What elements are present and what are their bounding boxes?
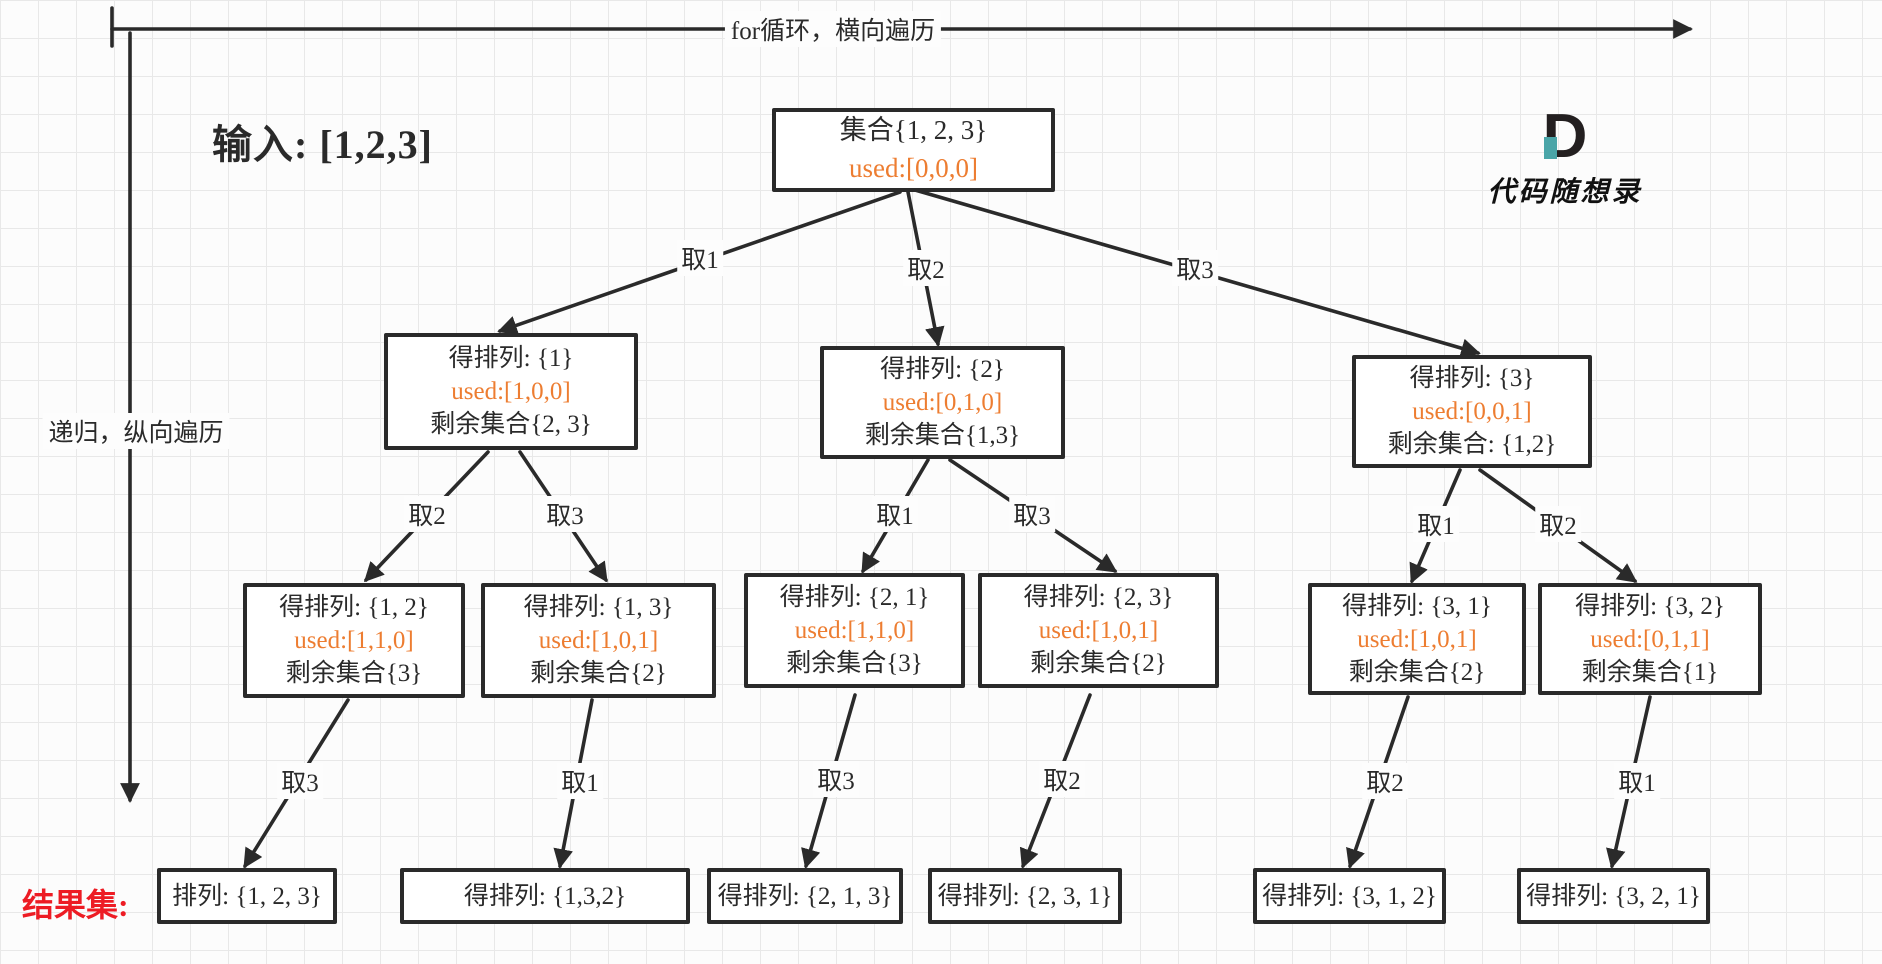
- tree-node-perm-12: 得排列: {1, 2} used:[1,1,0] 剩余集合{3}: [243, 583, 465, 698]
- result-node-213: 得排列: {2, 1, 3}: [707, 868, 903, 924]
- result-node-312: 得排列: {3, 1, 2}: [1253, 868, 1446, 924]
- edge-label-take-1: 取1: [872, 496, 918, 532]
- tree-node-perm-2: 得排列: {2} used:[0,1,0] 剩余集合{1,3}: [820, 346, 1065, 459]
- edge-label-take-2: 取2: [1535, 506, 1581, 542]
- logo-teal-accent: [1543, 137, 1557, 159]
- result-node-132: 得排列: {1,3,2}: [400, 868, 690, 924]
- node-title: 得排列: {2, 1, 3}: [717, 882, 893, 910]
- tree-node-perm-31: 得排列: {3, 1} used:[1,0,1] 剩余集合{2}: [1308, 583, 1526, 695]
- edge-label-take-1: 取1: [677, 240, 723, 276]
- node-title: 得排列: {2}: [880, 356, 1005, 383]
- logo-name: 代码随想录: [1487, 177, 1643, 208]
- node-title: 得排列: {1, 2}: [279, 594, 429, 621]
- node-used: used:[1,1,0]: [294, 627, 414, 654]
- node-title: 得排列: {3, 2}: [1575, 592, 1725, 620]
- edge-label-take-2: 取2: [1039, 761, 1085, 797]
- node-title: 得排列: {1, 3}: [523, 594, 674, 621]
- node-title: 得排列: {3, 2, 1}: [1526, 882, 1701, 910]
- node-remaining: 剩余集合{2}: [1348, 658, 1486, 686]
- node-remaining: 剩余集合{2, 3}: [430, 411, 592, 438]
- top-axis-label: for循环，横向遍历: [724, 11, 942, 47]
- node-remaining: 剩余集合{2}: [530, 660, 667, 687]
- edge-label-take-2: 取2: [404, 496, 450, 532]
- input-caption: 输入: [1,2,3]: [212, 122, 433, 167]
- edge-label-take-3: 取3: [1009, 496, 1055, 532]
- tree-node-perm-3: 得排列: {3} used:[0,0,1] 剩余集合: {1,2}: [1352, 355, 1592, 468]
- node-title: 得排列: {2, 3}: [1023, 584, 1174, 611]
- node-used: used:[1,0,0]: [451, 378, 571, 405]
- node-used: used:[0,0,0]: [849, 153, 978, 183]
- tree-node-perm-32: 得排列: {3, 2} used:[0,1,1] 剩余集合{1}: [1538, 583, 1762, 695]
- node-title: 得排列: {3, 1}: [1342, 592, 1492, 620]
- node-used: used:[0,1,0]: [882, 389, 1003, 416]
- result-node-321: 得排列: {3, 2, 1}: [1517, 868, 1710, 924]
- node-remaining: 剩余集合{1}: [1581, 658, 1719, 686]
- node-used: used:[1,0,1]: [538, 627, 659, 654]
- node-title: 得排列: {3, 1, 2}: [1262, 882, 1437, 910]
- node-title: 排列: {1, 2, 3}: [172, 882, 322, 910]
- node-title: 得排列: {3}: [1409, 365, 1535, 392]
- node-used: used:[1,1,0]: [794, 617, 915, 644]
- node-title: 集合{1, 2, 3}: [839, 115, 988, 146]
- node-remaining: 剩余集合{2}: [1030, 650, 1167, 677]
- edge-label-take-3: 取3: [1172, 250, 1218, 286]
- tree-node-perm-23: 得排列: {2, 3} used:[1,0,1] 剩余集合{2}: [978, 573, 1219, 688]
- edge-label-take-1: 取1: [557, 763, 603, 799]
- result-node-231: 得排列: {2, 3, 1}: [928, 868, 1122, 924]
- result-set-caption: 结果集:: [22, 887, 129, 923]
- node-used: used:[1,0,1]: [1357, 625, 1477, 653]
- node-title: 得排列: {2, 1}: [779, 584, 930, 611]
- tree-node-root: 集合{1, 2, 3} used:[0,0,0]: [772, 108, 1055, 192]
- edge-label-take-1: 取1: [1413, 506, 1459, 542]
- left-axis-label: 递归，纵向遍历: [42, 413, 230, 449]
- node-remaining: 剩余集合{3}: [786, 650, 923, 677]
- node-title: 得排列: {1,3,2}: [463, 882, 627, 910]
- node-used: used:[0,0,1]: [1412, 398, 1532, 425]
- tree-node-perm-21: 得排列: {2, 1} used:[1,1,0] 剩余集合{3}: [744, 573, 965, 688]
- tree-node-perm-1: 得排列: {1} used:[1,0,0] 剩余集合{2, 3}: [384, 333, 638, 450]
- edge-label-take-3: 取3: [542, 496, 588, 532]
- edge-label-take-2: 取2: [1362, 763, 1408, 799]
- node-title: 得排列: {2, 3, 1}: [937, 882, 1113, 910]
- brand-logo: D 代码随想录: [1479, 106, 1651, 210]
- node-remaining: 剩余集合{1,3}: [864, 422, 1021, 449]
- edge-label-take-2: 取2: [903, 250, 949, 286]
- logo-d-mark: D: [1543, 106, 1588, 168]
- edge-label-take-1: 取1: [1614, 763, 1660, 799]
- edge-label-take-3: 取3: [813, 761, 859, 797]
- node-remaining: 剩余集合{3}: [285, 660, 423, 687]
- node-remaining: 剩余集合: {1,2}: [1387, 431, 1557, 458]
- result-node-123: 排列: {1, 2, 3}: [157, 868, 337, 924]
- node-used: used:[1,0,1]: [1038, 617, 1159, 644]
- tree-node-perm-13: 得排列: {1, 3} used:[1,0,1] 剩余集合{2}: [481, 583, 716, 698]
- node-title: 得排列: {1}: [448, 345, 574, 372]
- edge-label-take-3: 取3: [277, 763, 323, 799]
- node-used: used:[0,1,1]: [1590, 625, 1710, 653]
